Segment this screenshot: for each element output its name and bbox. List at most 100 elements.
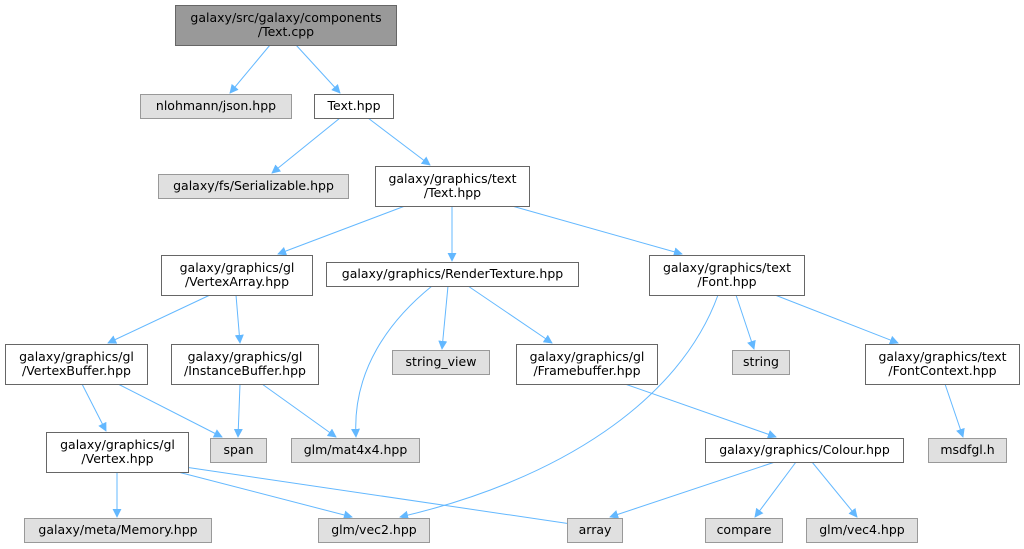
node-vec4: glm/vec4.hpp (806, 518, 918, 543)
node-vertex-buffer[interactable]: galaxy/graphics/gl/VertexBuffer.hpp (5, 344, 148, 385)
edge-vertex_hpp-to-array (177, 465, 579, 529)
node-box (175, 5, 397, 46)
edge-font_context-to-msdfgl (944, 383, 965, 438)
node-box (567, 518, 623, 543)
node-box (210, 438, 267, 463)
node-render-texture[interactable]: galaxy/graphics/RenderTexture.hpp (326, 262, 579, 287)
node-label: msdfgl.h (940, 442, 994, 457)
node-font-hpp[interactable]: galaxy/graphics/text/Font.hpp (649, 255, 805, 296)
nodes-layer: galaxy/src/galaxy/components/Text.cpp nlo… (5, 5, 1020, 543)
node-box (5, 344, 148, 385)
node-box (806, 518, 918, 543)
node-string-view: string_view (392, 350, 490, 375)
node-box (46, 432, 189, 473)
edge-colour_hpp-to-array (609, 461, 776, 519)
node-string: string (732, 350, 790, 375)
node-box (158, 174, 349, 199)
edge-font_hpp-to-font_context (774, 294, 899, 345)
node-box (516, 344, 658, 385)
node-label: /InstanceBuffer.hpp (184, 363, 306, 378)
edge-render_texture-to-string_view (438, 285, 449, 350)
edge-colour_hpp-to-compare (754, 461, 797, 518)
edge-instance_buffer-to-span (233, 383, 243, 438)
node-label: galaxy/graphics/text (878, 349, 1006, 364)
edges-layer (81, 44, 965, 529)
node-box (375, 166, 530, 207)
node-vertex-hpp[interactable]: galaxy/graphics/gl/Vertex.hpp (46, 432, 189, 473)
node-serializable: galaxy/fs/Serializable.hpp (158, 174, 349, 199)
node-json-hpp: nlohmann/json.hpp (140, 94, 292, 119)
node-colour-hpp[interactable]: galaxy/graphics/Colour.hpp (705, 438, 904, 463)
node-label: galaxy/graphics/text (663, 260, 791, 275)
node-label: galaxy/graphics/text (388, 171, 516, 186)
node-memory-hpp: galaxy/meta/Memory.hpp (24, 518, 212, 543)
node-span: span (210, 438, 267, 463)
node-box (928, 438, 1007, 463)
node-label: /Text.cpp (258, 24, 314, 39)
node-label: string_view (406, 354, 477, 369)
edge-vertex_hpp-to-vec2 (177, 471, 353, 520)
node-label: /Framebuffer.hpp (533, 363, 640, 378)
node-label: /Vertex.hpp (81, 451, 153, 466)
node-label: galaxy/fs/Serializable.hpp (173, 178, 334, 193)
node-text-cpp[interactable]: galaxy/src/galaxy/components/Text.cpp (175, 5, 397, 46)
edge-instance_buffer-to-mat4x4 (261, 383, 337, 438)
edge-gfx_text_hpp-to-vertex_array (277, 205, 406, 256)
node-compare: compare (705, 518, 783, 543)
node-box (732, 350, 790, 375)
edge-text_cpp-to-text_hpp (295, 44, 341, 94)
node-box (291, 438, 420, 463)
node-box (161, 255, 313, 296)
edge-render_texture-to-mat4x4 (351, 285, 433, 438)
node-box (649, 255, 805, 296)
node-box (140, 94, 292, 119)
node-label: /Font.hpp (697, 274, 756, 289)
node-label: galaxy/graphics/RenderTexture.hpp (342, 266, 563, 281)
edge-vertex_buffer-to-vertex_hpp (81, 383, 107, 432)
node-label: array (579, 522, 612, 537)
edge-vertex_buffer-to-span (117, 383, 223, 438)
node-label: /VertexBuffer.hpp (22, 363, 131, 378)
edge-vertex_array-to-instance_buffer (234, 294, 244, 344)
node-label: galaxy/graphics/gl (180, 260, 295, 275)
node-box (171, 344, 319, 385)
node-font-context[interactable]: galaxy/graphics/text/FontContext.hpp (865, 344, 1020, 385)
node-label: galaxy/graphics/gl (19, 349, 134, 364)
node-box (865, 344, 1020, 385)
node-mat4x4: glm/mat4x4.hpp (291, 438, 420, 463)
node-box (705, 438, 904, 463)
node-label: nlohmann/json.hpp (156, 98, 276, 113)
edge-render_texture-to-framebuffer (467, 285, 553, 344)
edge-text_hpp-to-serializable (271, 117, 341, 174)
edge-text_hpp-to-gfx_text_hpp (367, 117, 431, 166)
node-label: compare (717, 522, 772, 537)
node-label: /VertexArray.hpp (185, 274, 289, 289)
node-label: glm/vec4.hpp (819, 522, 905, 537)
node-text-hpp[interactable]: Text.hpp (314, 94, 394, 119)
node-label: /FontContext.hpp (888, 363, 996, 378)
edge-framebuffer-to-colour_hpp (624, 383, 777, 439)
edge-gfx_text_hpp-to-font_hpp (511, 205, 683, 257)
node-label: galaxy/graphics/gl (188, 349, 303, 364)
node-box (326, 262, 579, 287)
node-instance-buffer[interactable]: galaxy/graphics/gl/InstanceBuffer.hpp (171, 344, 319, 385)
edge-colour_hpp-to-vec4 (811, 461, 858, 518)
edge-vertex_array-to-vertex_buffer (107, 294, 211, 344)
node-label: galaxy/graphics/gl (530, 349, 645, 364)
node-gfx-text-hpp[interactable]: galaxy/graphics/text/Text.hpp (375, 166, 530, 207)
node-label: galaxy/src/galaxy/components (190, 10, 381, 25)
node-label: galaxy/graphics/Colour.hpp (719, 442, 890, 457)
node-label: glm/vec2.hpp (331, 522, 417, 537)
node-vec2: glm/vec2.hpp (318, 518, 430, 543)
node-box (24, 518, 212, 543)
node-box (318, 518, 430, 543)
node-label: span (223, 442, 253, 457)
node-msdfgl: msdfgl.h (928, 438, 1007, 463)
node-vertex-array[interactable]: galaxy/graphics/gl/VertexArray.hpp (161, 255, 313, 296)
node-box (705, 518, 783, 543)
node-label: glm/mat4x4.hpp (304, 442, 408, 457)
node-label: string (743, 354, 779, 369)
node-framebuffer[interactable]: galaxy/graphics/gl/Framebuffer.hpp (516, 344, 658, 385)
edge-text_cpp-to-json_hpp (229, 44, 271, 94)
